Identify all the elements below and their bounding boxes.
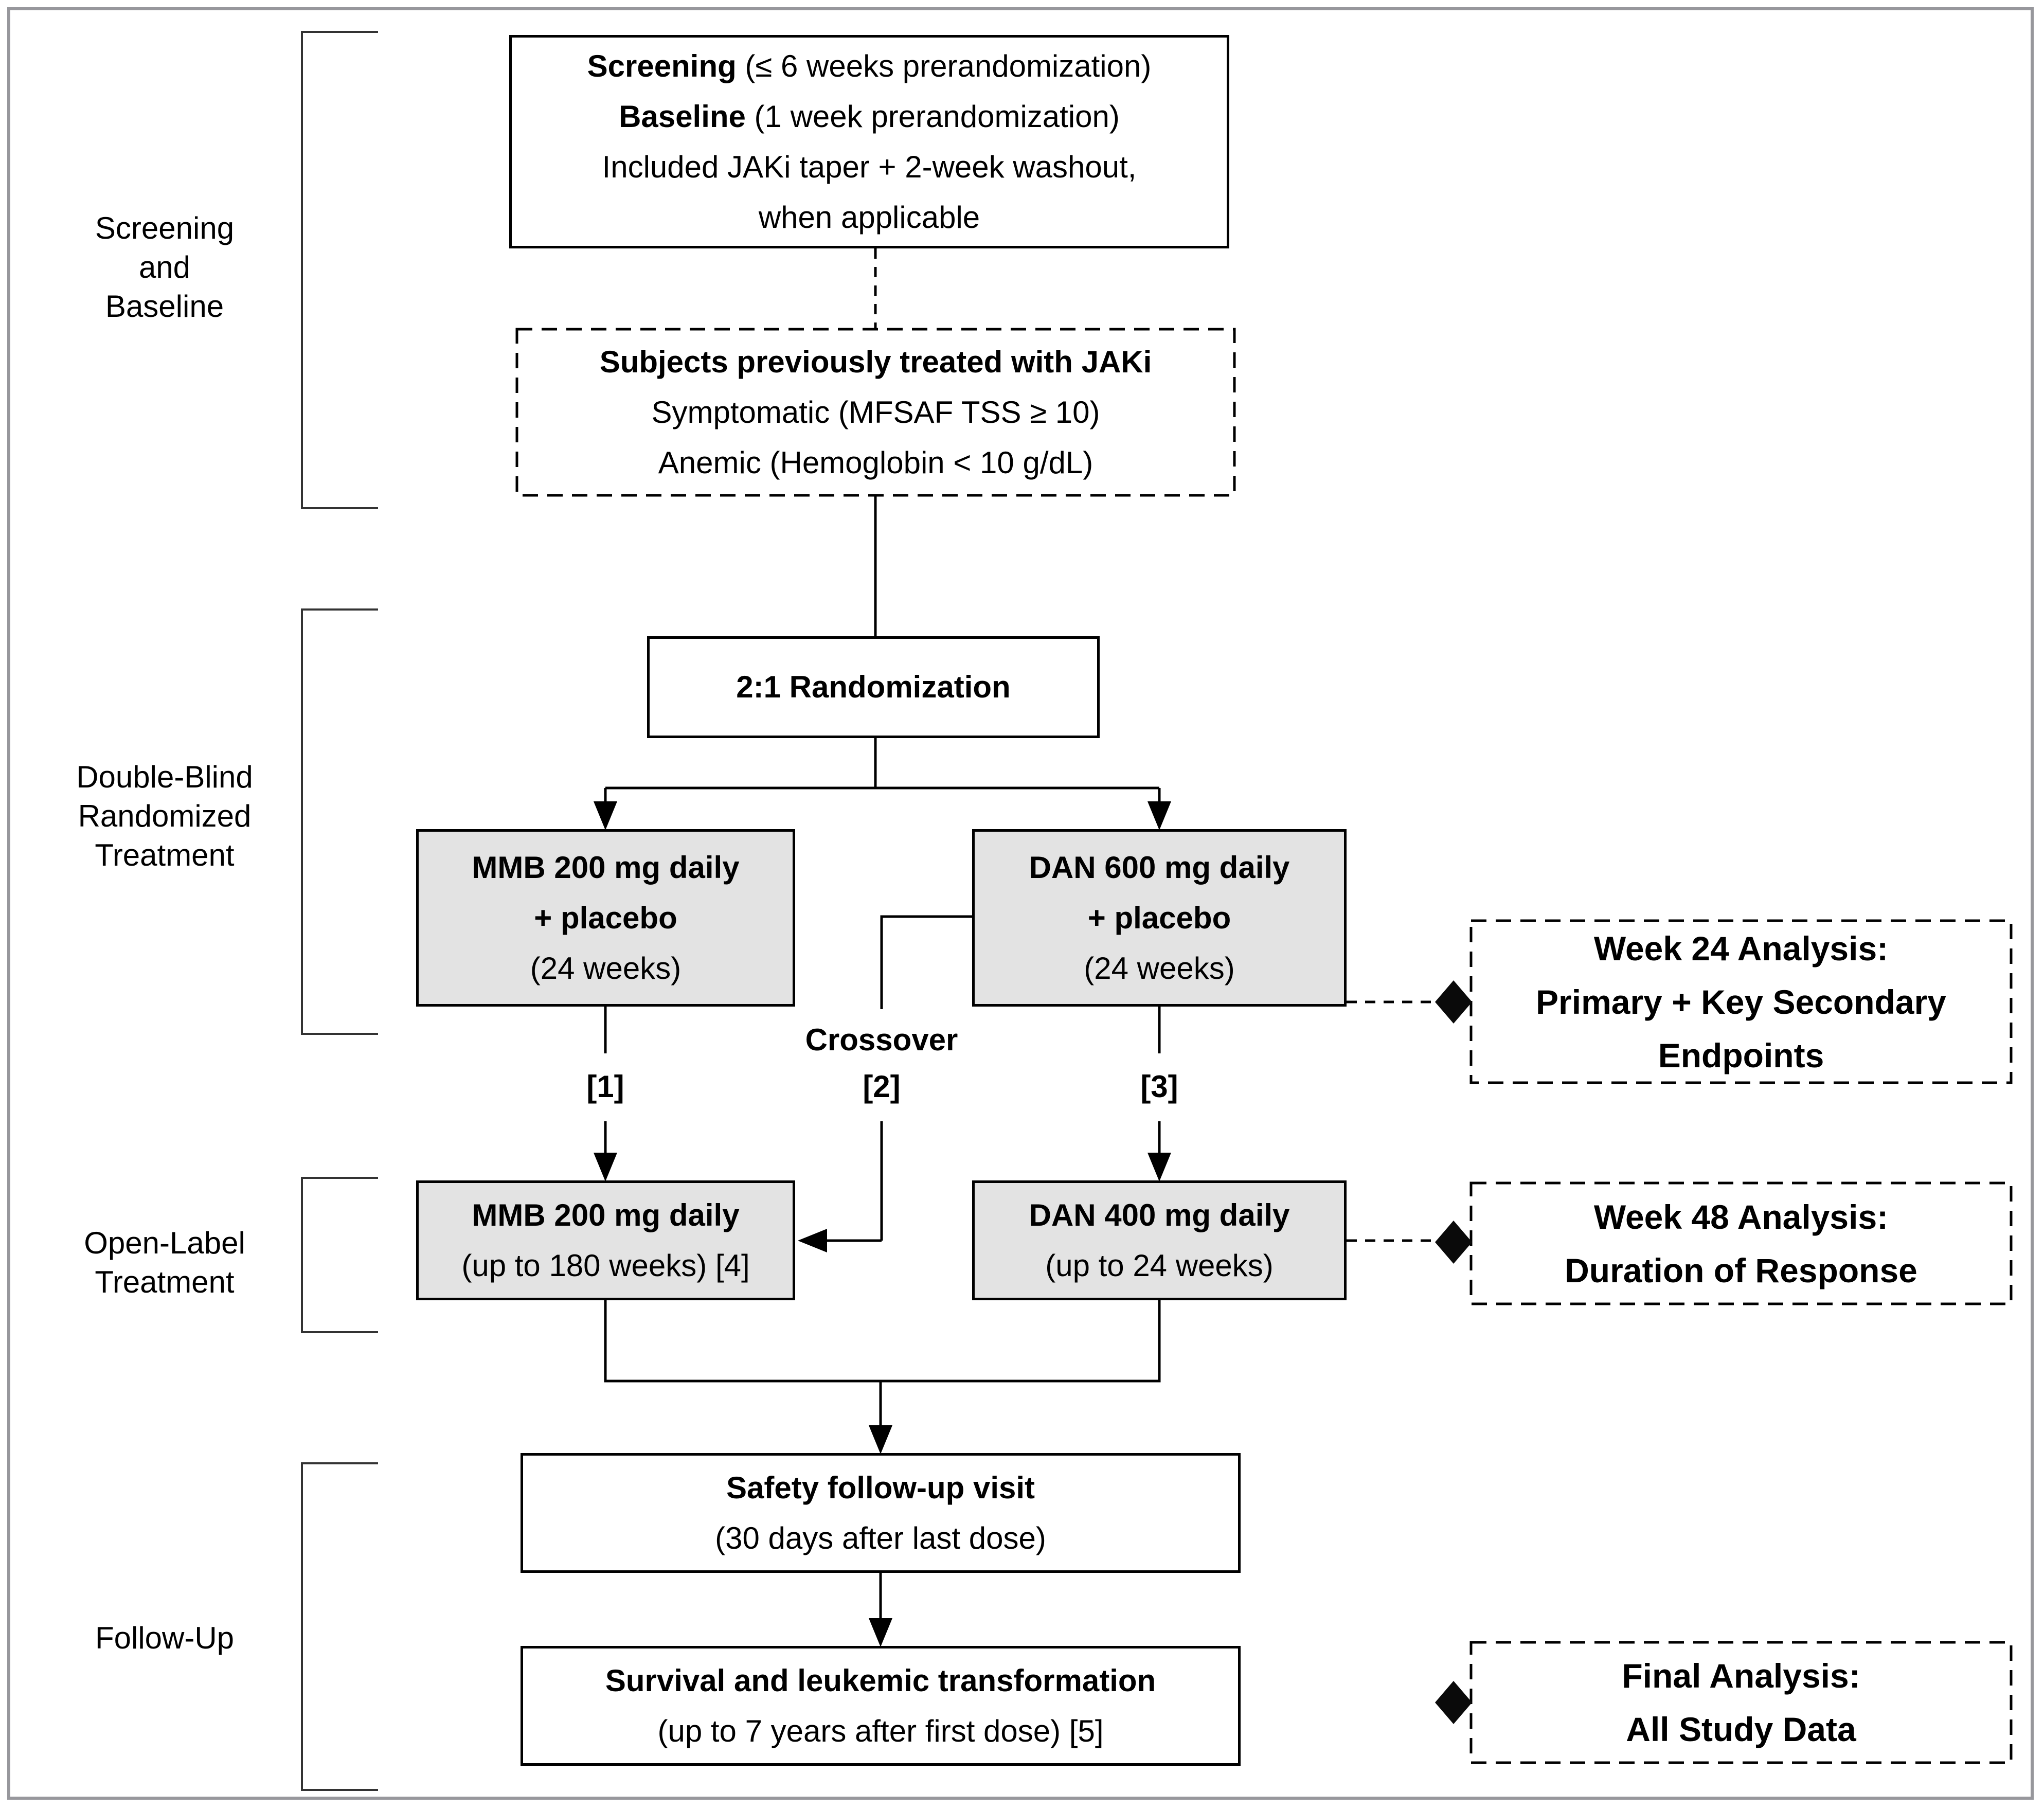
- phase-label-screening-baseline: Screening and Baseline: [95, 211, 235, 324]
- survival-line2: (up to 7 years after first dose) [5]: [657, 1713, 1104, 1748]
- dan-dbl-line2: + placebo: [1087, 900, 1231, 935]
- eligibility-anemic: Anemic (Hemoglobin < 10 g/dL): [658, 445, 1093, 480]
- washout-line: Included JAKi taper + 2-week washout,: [602, 149, 1137, 184]
- mmb-dbl-line1: MMB 200 mg daily: [472, 850, 740, 885]
- footnote-ref-3: [3]: [1140, 1069, 1178, 1104]
- final-analysis-box: Final Analysis: All Study Data: [1622, 1657, 1860, 1748]
- survival-line1: Survival and leukemic transformation: [605, 1663, 1156, 1698]
- dan-ol-line1: DAN 400 mg daily: [1029, 1197, 1290, 1232]
- footnote-ref-2: [2]: [863, 1069, 901, 1104]
- dan-ol-line2: (up to 24 weeks): [1045, 1248, 1274, 1283]
- phase-label-double-blind: Double-Blind Randomized Treatment: [76, 760, 253, 872]
- mmb-dbl-line3: (24 weeks): [530, 951, 682, 985]
- figure-border: [7, 7, 2034, 1800]
- mmb-double-blind-box: MMB 200 mg daily + placebo (24 weeks): [416, 829, 795, 1007]
- eligibility-box: Subjects previously treated with JAKi Sy…: [517, 329, 1234, 495]
- safety-follow-up-box: Safety follow-up visit (30 days after la…: [521, 1453, 1241, 1573]
- mmb-ol-line2: (up to 180 weeks) [4]: [461, 1248, 750, 1283]
- week48-analysis-box: Week 48 Analysis: Duration of Response: [1565, 1197, 1917, 1289]
- eligibility-symptomatic: Symptomatic (MFSAF TSS ≥ 10): [651, 395, 1100, 429]
- baseline-line: Baseline (1 week prerandomization): [619, 99, 1120, 134]
- mmb-open-label-box: MMB 200 mg daily (up to 180 weeks) [4]: [416, 1180, 795, 1300]
- dan-dbl-line3: (24 weeks): [1084, 951, 1235, 985]
- week24-analysis-box: Week 24 Analysis: Primary + Key Secondar…: [1536, 929, 1946, 1074]
- survival-box: Survival and leukemic transformation (up…: [521, 1646, 1241, 1766]
- randomization-label: 2:1 Randomization: [736, 670, 1011, 704]
- washout-line2: when applicable: [758, 200, 980, 235]
- eligibility-title: Subjects previously treated with JAKi: [599, 344, 1152, 379]
- mmb-ol-line1: MMB 200 mg daily: [472, 1197, 740, 1232]
- safety-line1: Safety follow-up visit: [726, 1470, 1035, 1505]
- phase-label-follow-up: Follow-Up: [95, 1621, 235, 1655]
- crossover-label: Crossover: [805, 1023, 958, 1057]
- screening-line: Screening (≤ 6 weeks prerandomization): [587, 48, 1152, 83]
- mmb-dbl-line2: + placebo: [534, 900, 677, 935]
- dan-open-label-box: DAN 400 mg daily (up to 24 weeks): [972, 1180, 1347, 1300]
- dan-double-blind-box: DAN 600 mg daily + placebo (24 weeks): [972, 829, 1347, 1007]
- dan-dbl-line1: DAN 600 mg daily: [1029, 850, 1290, 885]
- phase-label-open-label: Open-Label Treatment: [84, 1226, 245, 1299]
- randomization-box: 2:1 Randomization: [647, 636, 1100, 738]
- safety-line2: (30 days after last dose): [715, 1520, 1046, 1555]
- footnote-ref-1: [1]: [586, 1069, 624, 1104]
- screening-baseline-box: Screening (≤ 6 weeks prerandomization) B…: [509, 35, 1229, 248]
